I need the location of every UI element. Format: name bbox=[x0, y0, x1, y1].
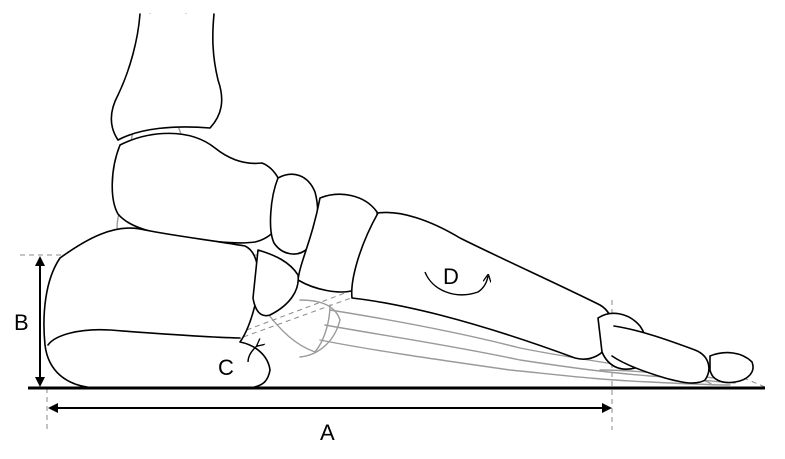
label-c: C bbox=[218, 355, 234, 380]
proximal-phalanx bbox=[611, 325, 710, 384]
calcaneus bbox=[43, 227, 271, 389]
lateral-metatarsal-3 bbox=[319, 339, 731, 386]
distal-phalanx bbox=[709, 351, 754, 384]
tibia bbox=[110, 13, 223, 141]
angle-d-arc bbox=[424, 271, 488, 296]
cuboid-hidden bbox=[299, 299, 341, 358]
label-a: A bbox=[320, 420, 335, 445]
label-b: B bbox=[14, 310, 29, 335]
calcaneus-body-edge bbox=[47, 328, 241, 346]
first-metatarsal bbox=[350, 211, 613, 360]
label-d: D bbox=[443, 264, 459, 289]
cuboid bbox=[252, 249, 299, 317]
angle-c-arc bbox=[247, 345, 258, 363]
talus bbox=[111, 132, 286, 244]
